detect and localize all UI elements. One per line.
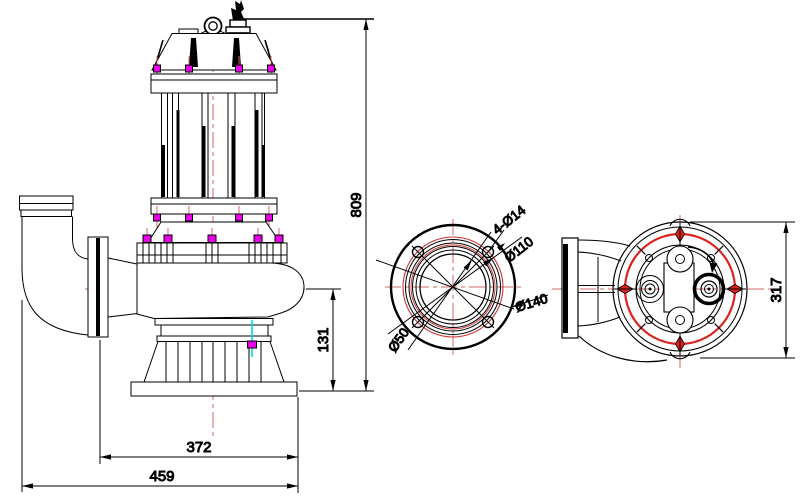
dimension-372: 372 (99, 340, 299, 493)
label-outer-diameter: Ø140 (513, 291, 549, 315)
dim-317-text: 317 (768, 277, 785, 302)
dimension-131: 131 (299, 288, 374, 392)
label-bolt-circle: Ø110 (502, 234, 536, 266)
dimension-459: 459 (21, 300, 298, 492)
volute-casing (107, 257, 305, 320)
dim-459-text: 459 (149, 468, 174, 485)
top-inner-features (635, 244, 726, 334)
strainer-base (130, 318, 298, 397)
pump-top-view: 317 (552, 215, 795, 368)
eye-bolt-left (636, 275, 664, 303)
motor-upper-flange (150, 73, 278, 94)
dimension-809: 809 (243, 18, 374, 391)
motor-lower-flange (150, 197, 278, 215)
top-discharge-flange (561, 237, 631, 339)
label-bolt-holes: 4-Ø14 (490, 202, 529, 237)
rotation-arrow (687, 246, 718, 273)
dim-372-text: 372 (186, 439, 211, 456)
flange-leader-lines (375, 229, 549, 351)
motor-top-cap (151, 28, 277, 71)
pump-front-view: 809 131 372 459 (19, 0, 374, 493)
casing-bolt-ring (136, 242, 288, 264)
flange-detail-view: 4-Ø14 Ø110 Ø140 Ø50 (375, 202, 550, 355)
flange-bolt-holes (411, 245, 495, 329)
eye-bolt-right (692, 272, 726, 306)
dim-809-text: 809 (348, 192, 365, 217)
bolt-row-mid (153, 206, 273, 234)
dim-131-text: 131 (315, 327, 332, 352)
dimension-317: 317 (690, 221, 795, 359)
motor-housing-cage (161, 92, 265, 199)
discharge-elbow (19, 195, 109, 338)
top-bolt-circle (614, 223, 746, 355)
